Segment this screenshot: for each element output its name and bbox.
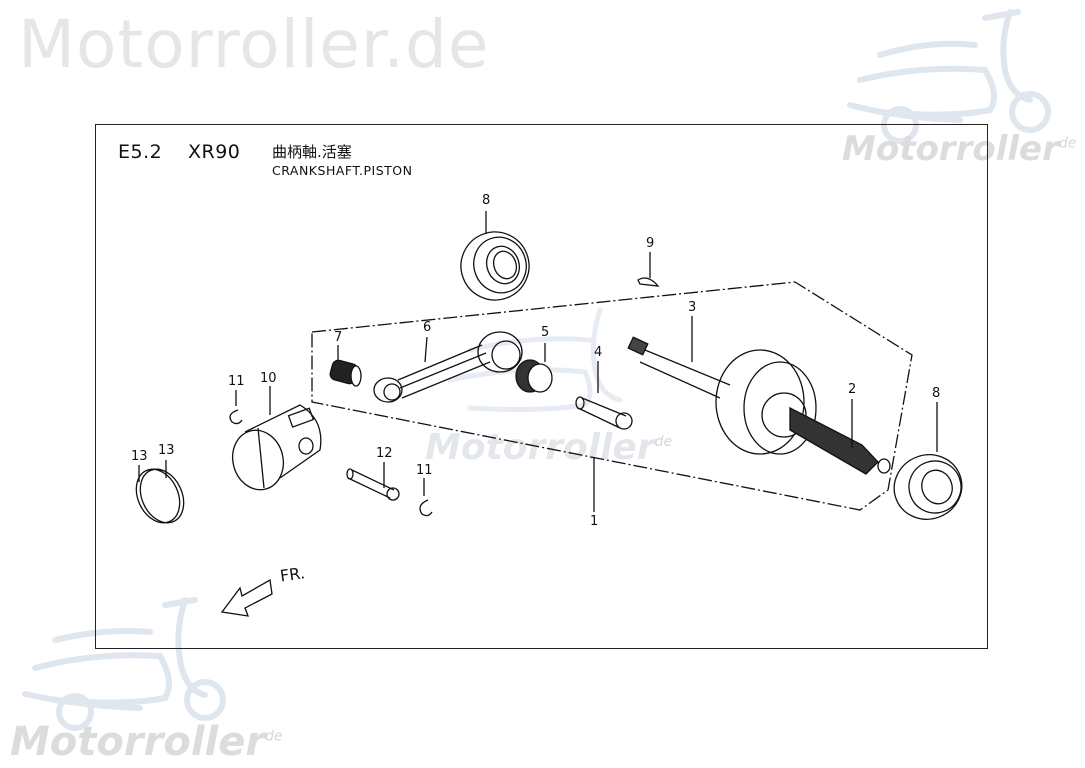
- crank-pin: [575, 361, 633, 430]
- assembly-group-outline: [311, 281, 913, 511]
- callout-8-right: 8: [932, 386, 941, 401]
- piston-pin: [346, 462, 400, 501]
- scooter-logo-icon: [22, 597, 226, 731]
- callout-8-top: 8: [482, 193, 491, 208]
- watermark-brand: Motorrollerde: [425, 427, 673, 468]
- title-chinese: 曲柄軸.活塞: [272, 143, 352, 161]
- crankshaft: [627, 316, 891, 475]
- needle-bearing-small-end: [329, 345, 362, 387]
- watermark-site-title: Motorroller.de: [18, 6, 490, 83]
- connecting-rod: [373, 331, 523, 403]
- front-direction-label: FR.: [278, 563, 307, 586]
- callout-11-left: 11: [228, 374, 245, 389]
- callout-7: 7: [334, 330, 343, 345]
- circlip-right: [419, 478, 433, 517]
- scooter-logo-icon: [847, 9, 1051, 144]
- callout-6: 6: [423, 320, 432, 335]
- piston-rings: [135, 460, 185, 524]
- ball-bearing-right: [893, 402, 963, 520]
- callout-5: 5: [541, 325, 550, 340]
- callout-3: 3: [688, 300, 697, 315]
- callout-13-left: 13: [131, 449, 148, 464]
- ball-bearing-top: [460, 211, 530, 301]
- diagram-frame: [95, 124, 988, 649]
- callout-13-right: 13: [158, 443, 175, 458]
- watermark-brand: Motorrollerde: [842, 129, 1077, 169]
- needle-bearing-big-end: [515, 343, 553, 393]
- front-direction-arrow-icon: [220, 578, 273, 617]
- scooter-logo-icon: [447, 307, 623, 412]
- title-english: CRANKSHAFT.PISTON: [272, 163, 413, 178]
- callout-4: 4: [594, 345, 603, 360]
- callout-10: 10: [260, 371, 277, 386]
- piston: [231, 386, 322, 491]
- callout-11-right: 11: [416, 463, 433, 478]
- callout-12: 12: [376, 446, 393, 461]
- callout-2: 2: [848, 382, 857, 397]
- model-name: XR90: [188, 141, 241, 163]
- callout-9: 9: [646, 236, 655, 251]
- callout-1: 1: [590, 514, 599, 529]
- circlip-left: [229, 390, 243, 425]
- woodruff-key: [637, 252, 660, 287]
- section-code: E5.2: [118, 141, 163, 163]
- watermark-brand: Motorrollerde: [10, 719, 283, 765]
